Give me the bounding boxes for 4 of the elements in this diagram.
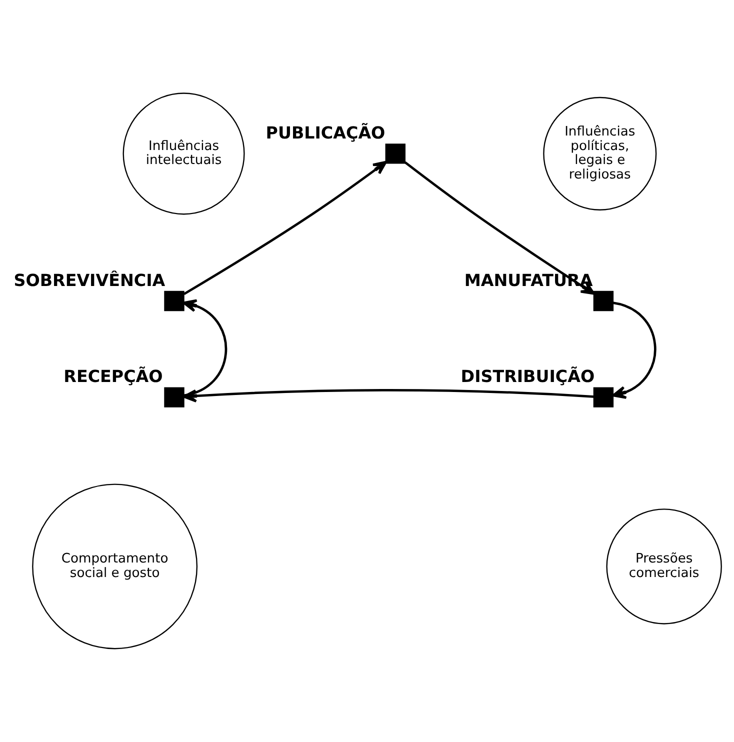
node-label: SOBREVIVÊNCIA <box>13 270 165 290</box>
node-label: PUBLICAÇÃO <box>265 123 385 142</box>
node-label: RECEPÇÃO <box>63 367 162 386</box>
node-label: DISTRIBUIÇÃO <box>460 367 594 386</box>
